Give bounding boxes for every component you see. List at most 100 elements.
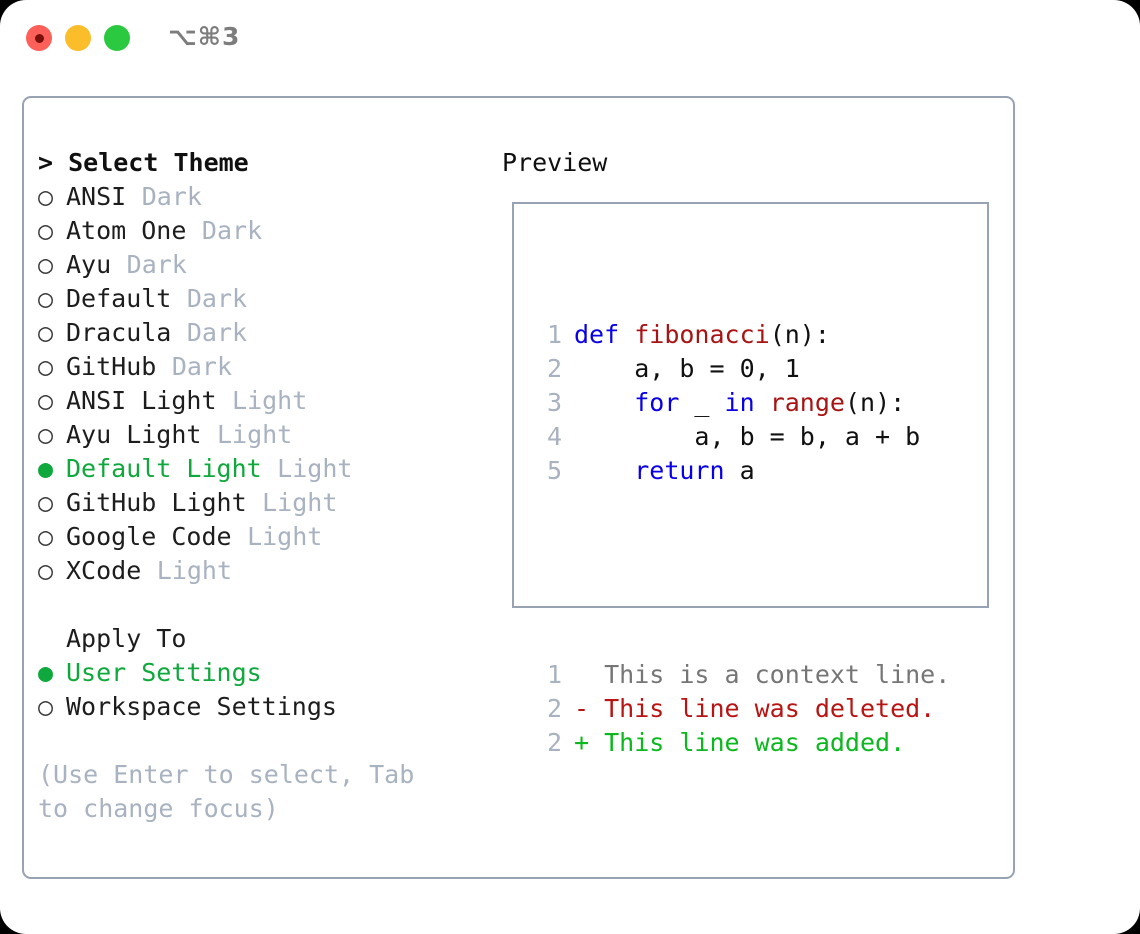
radio-unselected-icon: ○	[38, 284, 54, 313]
theme-variant-badge: Dark	[186, 284, 248, 313]
diff-text: This is a context line.	[604, 660, 951, 689]
theme-option-label: Google Code	[66, 522, 232, 551]
code-token-plain: (n):	[769, 320, 830, 349]
radio-unselected-icon: ○	[38, 250, 54, 279]
preview-heading: Preview	[502, 148, 608, 177]
code-line-text: def fibonacci(n):	[562, 318, 830, 352]
code-line: 3 for _ in range(n):	[528, 386, 950, 420]
apply-to-option-list: ● User Settings ○ Workspace Settings	[38, 656, 488, 724]
radio-unselected-icon: ○	[38, 488, 54, 517]
diff-line-text: + This line was added.	[562, 726, 905, 760]
select-theme-heading: > Select Theme	[38, 148, 249, 177]
code-line: 2 a, b = 0, 1	[528, 352, 950, 386]
code-token-fn: fibonacci	[634, 320, 770, 349]
diff-line-ctx: 1 This is a context line.	[528, 658, 950, 692]
theme-option-label: Atom One	[66, 216, 187, 245]
theme-variant-badge: Light	[156, 556, 233, 585]
apply-to-option-user-settings[interactable]: ● User Settings	[38, 656, 488, 690]
theme-variant-badge: Light	[277, 454, 353, 483]
theme-variant-badge: Dark	[201, 216, 263, 245]
diff-line-add: 2+ This line was added.	[528, 726, 950, 760]
code-line-text: for _ in range(n):	[562, 386, 905, 420]
close-button[interactable]	[26, 25, 52, 51]
line-number: 5	[546, 456, 562, 485]
theme-option-label: Dracula	[66, 318, 172, 347]
line-number: 2	[546, 354, 562, 383]
theme-option-github-light[interactable]: ○ GitHub Light Light	[38, 486, 488, 520]
keyboard-shortcut-label: ⌥⌘3	[168, 22, 241, 51]
theme-option-label: Default	[66, 284, 172, 313]
radio-unselected-icon: ○	[38, 692, 54, 721]
code-token-kw: for	[634, 388, 680, 417]
theme-option-label: Ayu Light	[66, 420, 202, 449]
diff-text: This line was deleted.	[604, 694, 936, 723]
code-line-text: a, b = b, a + b	[562, 420, 920, 454]
line-number: 2	[546, 694, 562, 723]
theme-option-label: ANSI	[66, 182, 127, 211]
apply-to-option-label: User Settings	[66, 658, 262, 687]
diff-line-text: - This line was deleted.	[562, 692, 935, 726]
code-token-plain: (n):	[844, 388, 906, 417]
code-token-plain: a, b = 0, 1	[634, 354, 800, 383]
theme-variant-badge: Dark	[186, 318, 248, 347]
line-number: 3	[546, 388, 562, 417]
line-number: 4	[546, 422, 562, 451]
line-number: 2	[546, 728, 562, 757]
code-token-fn: range	[769, 388, 845, 417]
diff-marker: +	[574, 728, 605, 757]
theme-variant-badge: Dark	[126, 250, 187, 279]
window-controls	[26, 25, 130, 51]
minimize-button[interactable]	[65, 25, 91, 51]
apply-to-option-label: Workspace Settings	[66, 692, 337, 721]
diff-line-text: This is a context line.	[562, 658, 950, 692]
code-token-plain	[755, 388, 770, 417]
line-number: 1	[546, 320, 562, 349]
pane-spacer	[38, 588, 488, 622]
theme-option-default[interactable]: ○ Default Dark	[38, 282, 488, 316]
theme-variant-badge: Light	[216, 420, 293, 449]
diff-line-del: 2- This line was deleted.	[528, 692, 950, 726]
radio-unselected-icon: ○	[38, 182, 54, 211]
theme-option-atom-one[interactable]: ○ Atom One Dark	[38, 214, 488, 248]
radio-unselected-icon: ○	[38, 420, 54, 449]
theme-option-dracula[interactable]: ○ Dracula Dark	[38, 316, 488, 350]
code-token-plain	[619, 320, 634, 349]
code-token-plain: _	[679, 388, 725, 417]
radio-unselected-icon: ○	[38, 522, 54, 551]
radio-unselected-icon: ○	[38, 216, 54, 245]
theme-variant-badge: Light	[262, 488, 338, 517]
title-bar: ⌥⌘3	[0, 0, 1140, 76]
diff-sample: 1 This is a context line.2- This line wa…	[528, 658, 950, 760]
code-line-text: a, b = 0, 1	[562, 352, 800, 386]
keyboard-hint-text: (Use Enter to select, Tab to change focu…	[38, 760, 415, 823]
code-line-text: return a	[562, 454, 754, 488]
apply-to-option-workspace-settings[interactable]: ○ Workspace Settings	[38, 690, 488, 724]
radio-unselected-icon: ○	[38, 318, 54, 347]
diff-marker: -	[574, 694, 605, 723]
apply-to-heading: Apply To	[66, 624, 187, 653]
radio-selected-icon: ●	[38, 658, 54, 687]
line-number: 1	[546, 660, 562, 689]
maximize-button[interactable]	[104, 25, 130, 51]
theme-option-ayu-light[interactable]: ○ Ayu Light Light	[38, 418, 488, 452]
theme-option-label: GitHub	[66, 352, 157, 381]
theme-option-label: GitHub Light	[66, 488, 247, 517]
diff-marker	[574, 660, 604, 689]
theme-option-label: Default Light	[66, 454, 262, 483]
theme-option-label: XCode	[66, 556, 142, 585]
code-token-kw: def	[574, 320, 620, 349]
radio-unselected-icon: ○	[38, 352, 54, 381]
